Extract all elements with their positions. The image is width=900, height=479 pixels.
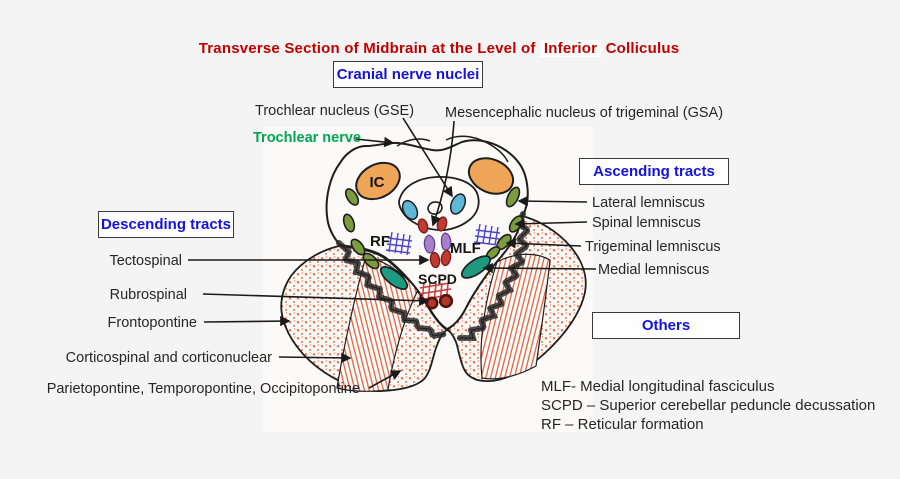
inferior-colliculi [355,157,515,201]
trochlear-nucleus-label: Trochlear nucleus (GSE) [255,103,415,119]
others-box: Others [592,312,740,339]
legend-scpd: SCPD – Superior cerebellar peduncle decu… [541,397,876,414]
trochlear-nucleus-right [449,193,467,215]
legend-mlf: MLF- Medial longitudinal fasciculus [541,378,775,395]
reticular-formation-hatch [385,223,501,256]
rubrospinal-right [438,293,454,309]
medial-lemniscus-left [379,266,409,290]
medial-lemniscus-right [460,255,492,279]
medial-lemniscus-label: Medial lemniscus [598,262,710,278]
inferior-colliculus-left [355,161,401,201]
scpd-label: SCPD [418,271,457,287]
parietopontine-line [368,370,402,389]
red-nuclei [417,216,452,269]
medial-lemniscus-line [482,262,597,274]
cranial-nerve-nuclei-box: Cranial nerve nuclei [333,61,483,88]
frontopontine-label: Frontopontine [107,315,197,331]
frontopontine-line [203,315,291,327]
spinal-lemniscus-label: Spinal lemniscus [592,215,701,231]
trochlear-nerve-line [355,136,395,148]
parietopontine-label: Parietopontine, Temporopontine, Occipito… [46,381,360,397]
spinal-lemniscus-line [514,218,588,229]
tectospinal-tract-left [429,251,441,269]
tectospinal-tract-right [440,249,452,267]
mesencephalic-nucleus-label: Mesencephalic nucleus of trigeminal (GSA… [445,105,724,121]
lateral-lemniscus-line [517,195,588,207]
lateral-lemniscus-label: Lateral lemniscus [592,195,705,211]
lemniscus-oval [362,252,380,270]
corticospinal-label: Corticospinal and corticonuclear [65,350,272,366]
leader-lines [188,117,597,389]
ic-label: IC [370,174,385,191]
trochlear-nerve-label: Trochlear nerve [253,130,361,146]
medial-lemniscus-shapes [379,255,492,290]
mesencephalic-line [431,120,455,227]
trigeminal-lemniscus-line [505,238,582,249]
title-part1: Transverse Section of Midbrain at the Le… [198,40,536,57]
rf-label: RF [370,233,390,250]
rubrospinal-label: Rubrospinal [109,287,187,303]
mesencephalic-nucleus-left [417,218,429,234]
descending-tracts-box: Descending tracts [98,211,234,238]
legend-rf: RF – Reticular formation [541,416,704,433]
mlf-shapes [423,232,452,254]
trigeminal-lemniscus-label: Trigeminal lemniscus [585,239,721,255]
rubrospinal-left [425,296,439,310]
mlf-right [440,232,452,251]
trochlear-nuclei [401,193,467,221]
lemniscus-oval [344,188,360,206]
mlf-left [423,234,436,254]
abbreviation-legend: MLF- Medial longitudinal fasciculus SCPD… [541,377,875,434]
tectospinal-label: Tectospinal [109,253,182,269]
corticospinal-line [278,352,352,364]
ascending-tracts-box: Ascending tracts [579,158,729,185]
page-title: Transverse Section of Midbrain at the Le… [139,40,739,57]
lemniscus-oval [342,213,356,233]
rubrospinal-line [202,293,430,306]
trochlear-nucleus-line [402,117,453,198]
title-part2: Colliculus [605,40,680,57]
trochlear-nerve-curves [396,135,509,163]
title-highlight: Inferior [539,40,602,57]
cerebral-peduncles [280,214,587,392]
mlf-label: MLF [450,240,481,257]
inferior-colliculus-right [467,157,515,195]
trochlear-nucleus-left [401,199,419,221]
